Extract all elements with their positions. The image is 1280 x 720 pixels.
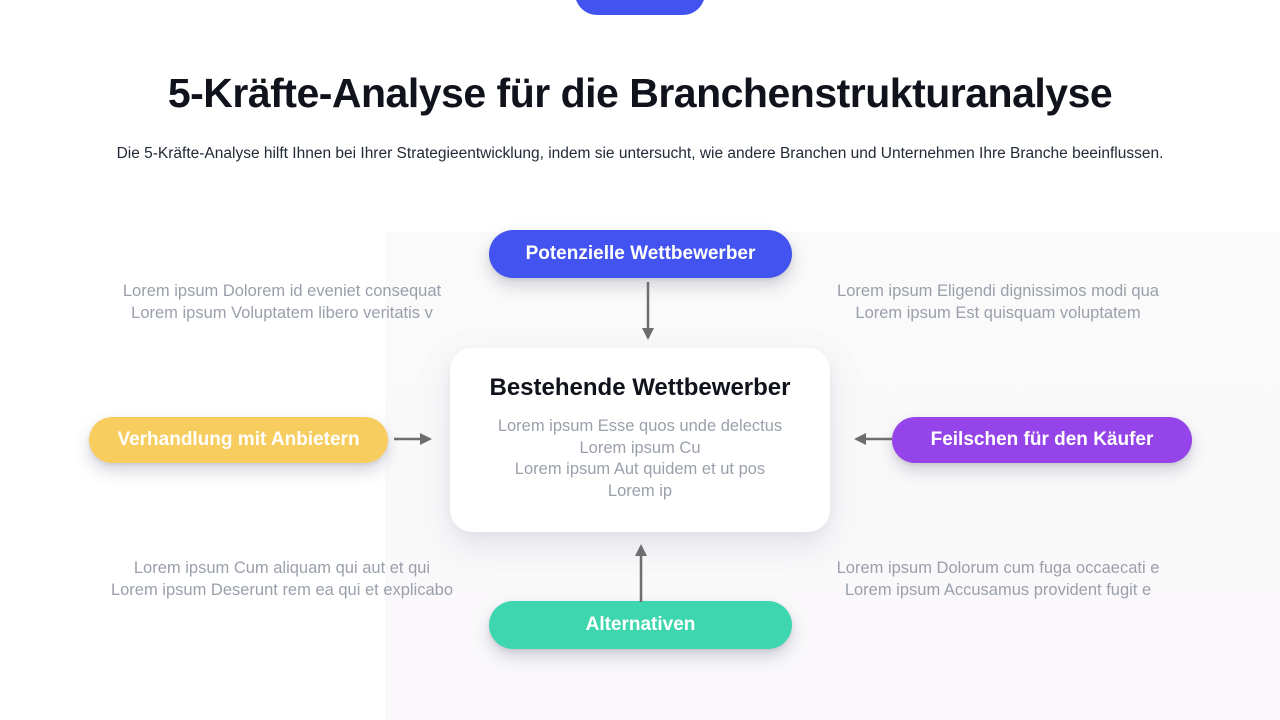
center-card-body: Lorem ipsum Esse quos unde delectus Lore… bbox=[450, 416, 830, 502]
note-line: Lorem ipsum Est quisquam voluptatem bbox=[855, 303, 1141, 322]
page-title: 5-Kräfte-Analyse für die Branchenstruktu… bbox=[167, 70, 1113, 116]
center-card-line: Lorem ip bbox=[607, 481, 673, 500]
note-line: Lorem ipsum Dolorum cum fuga occaecati e bbox=[836, 559, 1160, 577]
force-node-potential-competitors: Potenzielle Wettbewerber bbox=[489, 230, 792, 278]
page-subtitle: Die 5-Kräfte-Analyse hilft Ihnen bei Ihr… bbox=[116, 145, 1164, 162]
note-line: Lorem ipsum Deserunt rem ea qui et expli… bbox=[110, 580, 454, 599]
force-node-buyer-bargaining: Feilschen für den Käufer bbox=[892, 417, 1192, 463]
top-cutoff-button[interactable] bbox=[575, 0, 705, 15]
note-line: Lorem ipsum Dolorem id eveniet consequat bbox=[122, 282, 442, 300]
arrow-up-icon bbox=[633, 544, 649, 604]
note-bottom-left: Lorem ipsum Cum aliquam qui aut et qui L… bbox=[62, 558, 502, 601]
arrow-down-icon bbox=[640, 282, 656, 342]
center-card-existing-competitors: Bestehende Wettbewerber Lorem ipsum Esse… bbox=[450, 348, 830, 532]
note-top-left: Lorem ipsum Dolorem id eveniet consequat… bbox=[62, 281, 502, 324]
center-card-line: Lorem ipsum Esse quos unde delectus bbox=[497, 417, 783, 435]
force-node-label: Verhandlung mit Anbietern bbox=[117, 429, 360, 450]
arrow-left-icon bbox=[852, 431, 892, 447]
force-node-label: Feilschen für den Käufer bbox=[930, 429, 1154, 450]
note-line: Lorem ipsum Accusamus provident fugit e bbox=[844, 580, 1152, 599]
note-line: Lorem ipsum Eligendi dignissimos modi qu… bbox=[837, 282, 1159, 300]
note-line: Lorem ipsum Voluptatem libero veritatis … bbox=[131, 303, 433, 322]
note-top-right: Lorem ipsum Eligendi dignissimos modi qu… bbox=[778, 281, 1218, 324]
force-node-label: Potenzielle Wettbewerber bbox=[525, 243, 756, 264]
note-bottom-right: Lorem ipsum Dolorum cum fuga occaecati e… bbox=[778, 558, 1218, 601]
force-node-label: Alternativen bbox=[585, 614, 696, 635]
center-card-title: Bestehende Wettbewerber bbox=[489, 374, 791, 401]
note-line: Lorem ipsum Cum aliquam qui aut et qui bbox=[133, 559, 431, 577]
force-node-substitutes: Alternativen bbox=[489, 601, 792, 649]
arrow-right-icon bbox=[394, 431, 434, 447]
center-card-line: Lorem ipsum Aut quidem et ut pos bbox=[514, 460, 766, 478]
force-node-supplier-bargaining: Verhandlung mit Anbietern bbox=[89, 417, 388, 463]
center-card-line: Lorem ipsum Cu bbox=[579, 438, 701, 457]
